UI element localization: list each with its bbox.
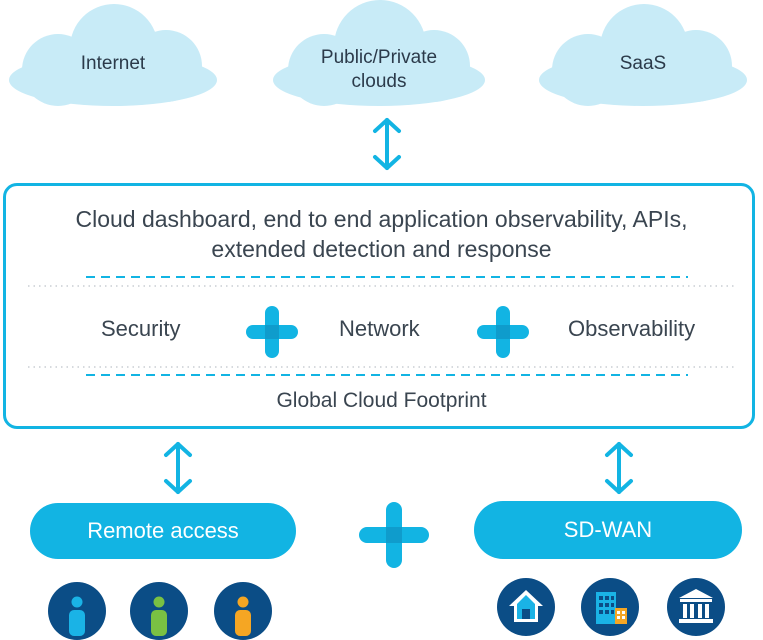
user-icon <box>48 582 106 640</box>
separator-bottom <box>28 366 734 376</box>
separator-top <box>28 276 734 287</box>
bank-icon <box>667 578 725 636</box>
platform-description-line1: Cloud dashboard, end to end application … <box>75 206 688 232</box>
observability-label: Observability <box>568 316 696 341</box>
global-cloud-footprint-label: Global Cloud Footprint <box>276 389 487 412</box>
office-building-icon <box>581 578 639 636</box>
plus-icon <box>246 306 298 358</box>
plus-icon <box>359 502 429 568</box>
double-arrow-icon <box>373 118 401 170</box>
platform-box <box>3 183 755 429</box>
public-private-cloud: Public/Private clouds <box>270 0 488 106</box>
public-private-label-line2: clouds <box>351 71 407 92</box>
double-arrow-icon <box>605 442 633 494</box>
cloud-icon <box>9 4 217 106</box>
sd-wan-pill: SD-WAN <box>474 501 742 559</box>
saas-label: SaaS <box>619 53 667 74</box>
user-icon <box>130 582 188 640</box>
cloud-icon <box>273 0 485 106</box>
internet-cloud: Internet <box>6 2 220 106</box>
network-label: Network <box>339 316 420 341</box>
security-label: Security <box>101 316 181 341</box>
plus-icon <box>477 306 529 358</box>
platform-description-line2: extended detection and response <box>211 236 552 262</box>
internet-label: Internet <box>80 53 146 74</box>
remote-access-pill: Remote access <box>30 503 296 559</box>
home-icon <box>497 578 555 636</box>
saas-cloud: SaaS <box>536 2 750 106</box>
cloud-icon <box>539 4 747 106</box>
public-private-label-line1: Public/Private <box>320 47 438 68</box>
double-arrow-icon <box>164 442 192 494</box>
user-icon <box>214 582 272 640</box>
